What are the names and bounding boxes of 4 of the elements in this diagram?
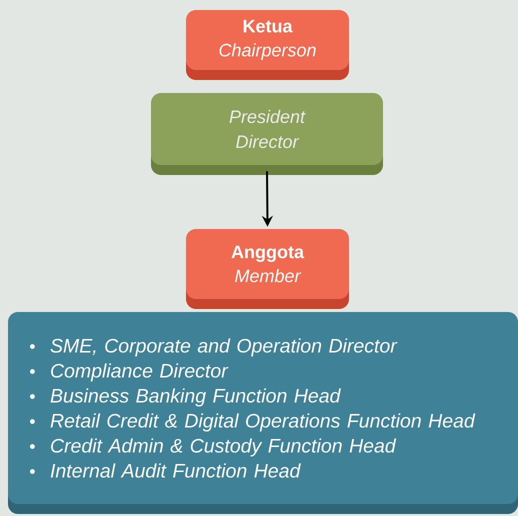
title-box: Ketua Chairperson [186, 10, 349, 80]
title-box: Anggota Member [186, 229, 349, 309]
member-list-box: SME, Corporate and Operation Director Compliance Director Business Banking Function Head Retail Credit & Digital Operations Function Head Credit Admin & Custody Function Head Internal Audit Function Head [8, 312, 518, 514]
role-box: President Director [151, 93, 383, 175]
